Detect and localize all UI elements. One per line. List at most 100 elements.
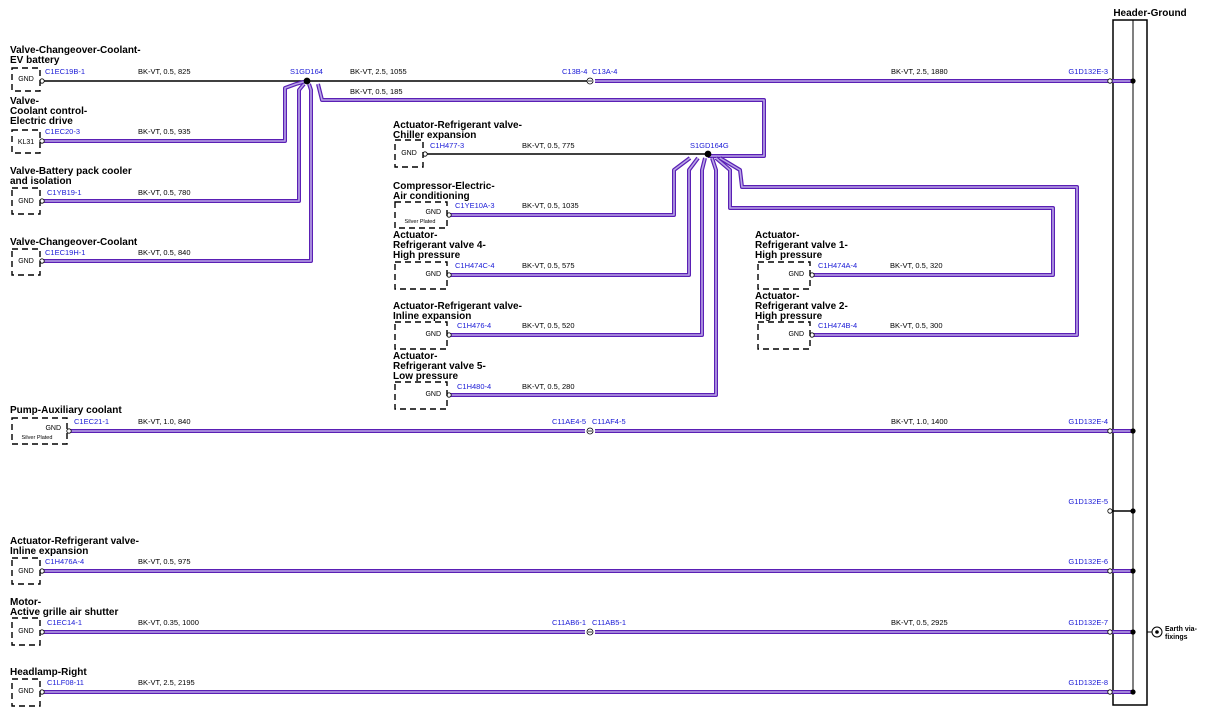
wire-valve-5-core [449,157,717,396]
splice-1-label[interactable]: S1GD164 [290,67,323,76]
pin-label[interactable]: C1H474C-4 [455,261,495,270]
box-label: GND [425,271,441,278]
header-ground-block[interactable] [1112,19,1148,706]
wire-valve-1-core [715,157,1054,276]
box-label: GND [18,76,34,83]
connector-left-label[interactable]: C13B-4 [562,67,587,76]
pin-label[interactable]: C1H474B-4 [818,321,857,330]
component-title-line1: Valve- [10,96,39,107]
pin-label[interactable]: C1H476-4 [457,321,491,330]
box-sublabel: Silver Plated [22,435,53,441]
wire-label: BK-VT, 0.5, 2925 [891,618,948,627]
pin-label[interactable]: C1YB19-1 [47,188,82,197]
component-title-line2: Chiller expansion [393,130,476,141]
wire-battery-cooler-core [42,83,305,202]
component-title-line1: Actuator-Refrigerant valve- [393,301,522,312]
component-actuator-valve-5[interactable]: Actuator- Refrigerant valve 5- Low press… [393,351,575,410]
header-pin-label[interactable]: G1D132E-6 [1068,557,1108,566]
component-pump-auxiliary-coolant[interactable]: Pump-Auxiliary coolant GND Silver Plated… [10,405,191,445]
earth-dot-icon [1155,630,1159,634]
component-actuator-valve-4[interactable]: Actuator- Refrigerant valve 4- High pres… [393,230,575,290]
wire-label: BK-VT, 0.5, 520 [522,321,575,330]
component-actuator-inline-expansion-2[interactable]: Actuator-Refrigerant valve- Inline expan… [10,536,191,585]
component-actuator-valve-2[interactable]: Actuator- Refrigerant valve 2- High pres… [755,291,943,350]
box-label: GND [18,688,34,695]
ground-box [11,557,41,585]
component-title-line2: Active grille air shutter [10,607,118,618]
box-sublabel: Silver Plated [405,219,436,225]
pin-label[interactable]: C1H477-3 [430,141,464,150]
box-label: KL31 [18,139,34,146]
trunk-wire-label-2: BK-VT, 0.5, 185 [350,87,403,96]
pin-label[interactable]: C1YE10A-3 [455,201,495,210]
wire-label: BK-VT, 0.5, 935 [138,127,191,136]
header-pin-label[interactable]: G1D132E-3 [1068,67,1108,76]
component-actuator-valve-1[interactable]: Actuator- Refrigerant valve 1- High pres… [755,230,943,290]
wire-s1-s2-core [317,83,765,157]
wire-compressor-core [449,157,691,216]
component-valve-changeover-coolant[interactable]: Valve-Changeover-Coolant GND C1EC19H-1 B… [10,237,191,276]
wire-label: BK-VT, 0.5, 300 [890,321,943,330]
component-title-line2: and isolation [10,176,72,187]
pin-label[interactable]: C1LF08-11 [47,678,84,687]
earth-symbol[interactable]: Earth via- fixings [1147,626,1198,641]
pin-label[interactable]: C1H480-4 [457,382,491,391]
component-title-line1: Actuator- [755,291,799,302]
connector-right-label[interactable]: C11AF4-5 [592,417,626,426]
component-actuator-inline-expansion[interactable]: Actuator-Refrigerant valve- Inline expan… [393,301,575,350]
box-label: GND [425,331,441,338]
connector-left-label[interactable]: C11AE4-5 [552,417,586,426]
ground-box [11,248,41,276]
earth-label-line2: fixings [1165,634,1188,641]
component-title-line3: Low pressure [393,371,458,382]
component-compressor-electric-ac[interactable]: Compressor-Electric- Air conditioning GN… [393,181,579,229]
connector-right-label[interactable]: C11AB5-1 [592,618,626,627]
component-motor-active-grille[interactable]: Motor- Active grille air shutter GND C1E… [10,597,199,646]
header-pin-ring-1 [1107,428,1113,434]
component-title-line1: Actuator-Refrigerant valve- [10,536,139,547]
wire-changeover-coolant-core [42,83,312,262]
header-pin-label[interactable]: G1D132E-8 [1068,678,1108,687]
header-pin-ring-2 [1107,508,1113,514]
wire-label: BK-VT, 1.0, 1400 [891,417,948,426]
component-valve-changeover-ev-battery[interactable]: Valve-Changeover-Coolant- EV battery GND… [10,45,191,92]
component-actuator-chiller-expansion[interactable]: Actuator-Refrigerant valve- Chiller expa… [393,120,575,168]
pin-label[interactable]: C1EC19B-1 [45,67,85,76]
wire-label: BK-VT, 0.5, 975 [138,557,191,566]
header-pin-label[interactable]: G1D132E-7 [1068,618,1108,627]
wire-label: BK-VT, 0.5, 780 [138,188,191,197]
ground-box [11,678,41,707]
ground-box [757,321,811,350]
component-title-line1: Valve-Changeover-Coolant [10,237,138,248]
header-pin-label[interactable]: G1D132E-4 [1068,417,1108,426]
wire-label: BK-VT, 2.5, 1880 [891,67,948,76]
connector-right-label[interactable]: C13A-4 [592,67,617,76]
ground-box [394,201,448,229]
earth-label-line1: Earth via- [1165,626,1198,633]
pin-label[interactable]: C1EC20-3 [45,127,80,136]
pin-label[interactable]: C1EC19H-1 [45,248,85,257]
wire-label: BK-VT, 0.5, 825 [138,67,191,76]
pin-label[interactable]: C1EC21-1 [74,417,109,426]
pin-label[interactable]: C1H474A-4 [818,261,857,270]
box-label: GND [45,425,61,432]
component-title-line1: Compressor-Electric- [393,181,495,192]
header-junction-dot-4 [1130,629,1136,635]
header-pin-ring-0 [1107,78,1113,84]
ground-box [394,381,448,410]
header-junction-dot-3 [1130,568,1136,574]
component-title-line3: High pressure [755,311,823,322]
component-title-line1: Actuator- [393,230,437,241]
component-headlamp-right[interactable]: Headlamp-Right GND C1LF08-11 BK-VT, 2.5,… [10,667,195,707]
connector-left-label[interactable]: C11AB6-1 [552,618,586,627]
component-valve-coolant-control[interactable]: Valve- Coolant control- Electric drive K… [10,96,191,154]
component-title-line2: EV battery [10,55,60,66]
trunk-wire-label-1: BK-VT, 2.5, 1055 [350,67,407,76]
wire-label: BK-VT, 0.35, 1000 [138,618,199,627]
splice-2-label[interactable]: S1GD164G [690,141,729,150]
component-title-line1: Actuator- [755,230,799,241]
pin-label[interactable]: C1EC14-1 [47,618,82,627]
pin-label[interactable]: C1H476A-4 [45,557,84,566]
component-valve-battery-pack-cooler[interactable]: Valve-Battery pack cooler and isolation … [10,166,191,215]
header-pin-label[interactable]: G1D132E-5 [1068,497,1108,506]
